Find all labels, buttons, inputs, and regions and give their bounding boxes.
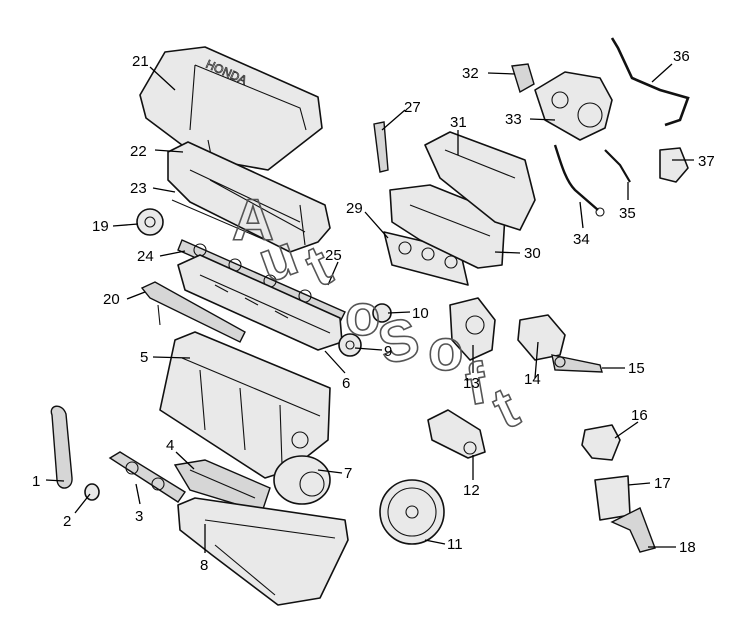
leader-14 bbox=[534, 341, 539, 379]
injector-part bbox=[373, 121, 389, 173]
leader-32 bbox=[487, 72, 516, 75]
leader-29 bbox=[364, 211, 389, 239]
heat-shield-part bbox=[424, 131, 536, 231]
leader-24 bbox=[159, 250, 186, 257]
oil-pump-part bbox=[173, 459, 271, 513]
callout-21: 21 bbox=[132, 53, 149, 70]
watermark-letter-o1: o bbox=[345, 283, 380, 348]
callout-9: 9 bbox=[384, 343, 392, 360]
callout-10: 10 bbox=[412, 305, 429, 322]
tensioner-pulley-part bbox=[338, 333, 362, 357]
callout-4: 4 bbox=[166, 437, 174, 454]
cam-pulley-part bbox=[136, 208, 164, 236]
leader-5 bbox=[152, 356, 191, 359]
callout-3: 3 bbox=[135, 508, 143, 525]
link-arm-part bbox=[551, 354, 603, 373]
callout-13: 13 bbox=[463, 375, 480, 392]
leader-4 bbox=[175, 451, 195, 470]
leader-27 bbox=[381, 109, 406, 131]
callout-17: 17 bbox=[654, 475, 671, 492]
leader-1 bbox=[45, 479, 65, 482]
callout-18: 18 bbox=[679, 539, 696, 556]
leader-2 bbox=[74, 493, 91, 514]
flange-part bbox=[659, 147, 689, 183]
return-line-part bbox=[604, 149, 631, 183]
leader-3 bbox=[135, 483, 141, 505]
callout-33: 33 bbox=[505, 111, 522, 128]
leader-25 bbox=[327, 261, 339, 286]
callout-labels: 1 2 3 4 5 6 7 8 9 10 11 12 13 14 15 16 1… bbox=[32, 48, 715, 574]
leader-9 bbox=[354, 347, 383, 351]
leader-36 bbox=[651, 63, 673, 83]
leader-7 bbox=[317, 469, 343, 474]
callout-22: 22 bbox=[130, 143, 147, 160]
callout-36: 36 bbox=[673, 48, 690, 65]
starter-housing-part bbox=[273, 455, 331, 505]
callout-11: 11 bbox=[447, 536, 463, 553]
callout-27: 27 bbox=[404, 99, 421, 116]
callout-29: 29 bbox=[346, 200, 363, 217]
leader-10 bbox=[387, 311, 411, 314]
callout-6: 6 bbox=[342, 375, 350, 392]
oil-feed-line-part bbox=[553, 144, 605, 217]
watermark-letter-o2: o bbox=[428, 318, 463, 383]
callout-12: 12 bbox=[463, 482, 480, 499]
callout-19: 19 bbox=[92, 218, 109, 235]
leader-20 bbox=[126, 291, 146, 300]
pump-mount-part bbox=[511, 63, 535, 94]
balance-shaft-part bbox=[108, 451, 186, 503]
callout-5: 5 bbox=[140, 349, 148, 366]
callout-31: 31 bbox=[450, 114, 467, 131]
water-pipe-part bbox=[140, 281, 246, 343]
callout-20: 20 bbox=[103, 291, 120, 308]
callout-23: 23 bbox=[130, 180, 147, 197]
filter-bracket-part bbox=[610, 507, 656, 553]
fuel-filter-head-part bbox=[581, 424, 621, 461]
vacuum-pipe-part bbox=[610, 37, 690, 127]
leader-21 bbox=[149, 66, 176, 91]
timing-belt-part bbox=[50, 405, 73, 489]
callout-24: 24 bbox=[137, 248, 154, 265]
engine-block-part bbox=[159, 331, 331, 479]
throttle-body-part bbox=[449, 297, 496, 361]
callout-25: 25 bbox=[325, 247, 342, 264]
leader-30 bbox=[494, 251, 521, 254]
leader-lines bbox=[45, 63, 694, 553]
autosoft-watermark: A u t o S o f t bbox=[231, 187, 529, 442]
engine-cover-part: HONDA bbox=[139, 46, 323, 171]
callout-7: 7 bbox=[344, 465, 352, 482]
callout-34: 34 bbox=[573, 231, 590, 248]
callout-30: 30 bbox=[524, 245, 541, 262]
fuel-filter-part bbox=[594, 475, 631, 521]
callout-14: 14 bbox=[524, 371, 541, 388]
callout-15: 15 bbox=[628, 360, 645, 377]
leader-11 bbox=[424, 539, 446, 545]
callout-32: 32 bbox=[462, 65, 479, 82]
leader-19 bbox=[112, 223, 139, 227]
callout-8: 8 bbox=[200, 557, 208, 574]
callout-35: 35 bbox=[619, 205, 636, 222]
turbocharger-part bbox=[534, 71, 613, 141]
callout-1: 1 bbox=[32, 473, 40, 490]
leader-22 bbox=[154, 149, 184, 153]
leader-34 bbox=[579, 201, 584, 229]
callout-2: 2 bbox=[63, 513, 71, 530]
valve-cover-gasket-part bbox=[171, 199, 266, 241]
leader-23 bbox=[152, 187, 176, 193]
leader-17 bbox=[627, 482, 651, 486]
watermark-letter-t1: t bbox=[296, 233, 341, 300]
leader-6 bbox=[324, 350, 346, 374]
flywheel-part bbox=[379, 479, 445, 545]
sensor-bracket-part bbox=[517, 314, 566, 361]
valve-cover-part bbox=[167, 141, 331, 253]
callout-16: 16 bbox=[631, 407, 648, 424]
leader-16 bbox=[614, 421, 639, 439]
callout-37: 37 bbox=[698, 153, 715, 170]
leader-33 bbox=[529, 118, 556, 121]
starter-motor-part bbox=[427, 409, 486, 459]
watermark-letter-a: A bbox=[232, 188, 274, 253]
oil-pan-part bbox=[177, 497, 349, 606]
